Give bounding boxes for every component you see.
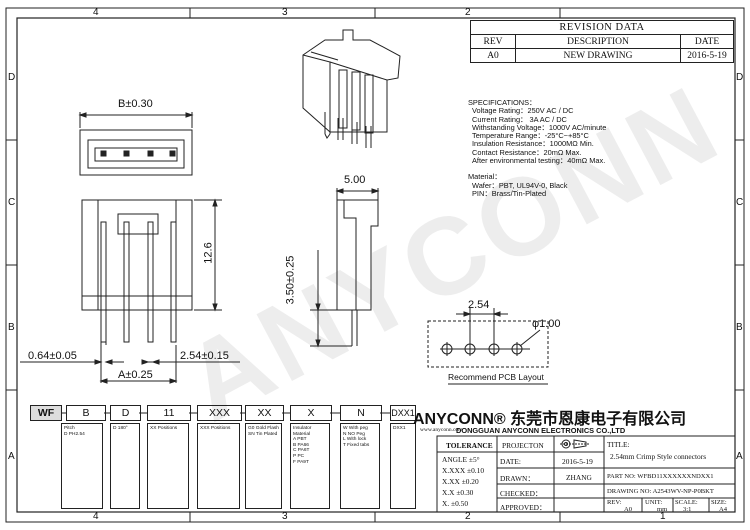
- code-xxx: XXX: [197, 405, 242, 421]
- description-header: DESCRIPTION: [515, 34, 681, 49]
- dim-hole: φ1.00: [532, 318, 561, 330]
- part-number: PART NO: WFBD11XXXXXXNDXX1: [607, 473, 714, 480]
- spec-line: After environmental testing：40mΩ Max.: [472, 156, 606, 166]
- dim-pitch: 2.54±0.15: [180, 350, 229, 362]
- spec-line: Withstanding Voltage：1000V AC/minute: [472, 122, 607, 132]
- revision-table: REVISION DATA REV DESCRIPTION DATE A0 NE…: [470, 20, 734, 63]
- desc-peg: W With peg N NO Peg L With lock T Fixed …: [340, 423, 380, 509]
- rev-value: A0: [470, 48, 516, 63]
- code-11: 11: [147, 405, 191, 421]
- top-view: [78, 112, 194, 176]
- revision-title: REVISION DATA: [470, 20, 734, 35]
- material-line: PIN：Brass/Tin-Plated: [472, 188, 547, 198]
- tolerance-x: X. ±0.50: [442, 499, 469, 508]
- pcb-layout: [427, 308, 549, 385]
- date-value: 2016-5-19: [680, 48, 734, 63]
- specs-title: SPECIFICATIONS：: [468, 98, 537, 107]
- tolerance-xxxx: X.XXX ±0.10: [442, 466, 485, 475]
- size-field: A4: [719, 506, 728, 513]
- pcb-layout-caption: Recommend PCB Layout: [448, 372, 544, 382]
- zone-top-4: 4: [93, 7, 99, 18]
- desc-pitch: Pitch D PH2.54: [61, 423, 103, 509]
- scale-label: SCALE:: [675, 499, 698, 506]
- desc-xxx-positions: XXX Positions: [197, 423, 240, 509]
- checked-label: CHECKED：: [500, 489, 543, 498]
- desc-angle: D 180°: [110, 423, 140, 509]
- company-name-en: DONGGUAN ANYCONN ELECTRONICS CO.,LTD: [456, 426, 626, 435]
- spec-line: Voltage Rating：250V AC / DC: [472, 106, 574, 116]
- desc-plating: G0 Gold Flash SN Tin Plated: [245, 423, 282, 509]
- company-web: www.anyconn.com: [420, 427, 463, 433]
- rev-header: REV: [470, 34, 516, 49]
- title-value: 2.54mm Crimp Style connectors: [610, 452, 707, 461]
- description-value: NEW DRAWING: [515, 48, 681, 63]
- side-view: [310, 188, 380, 348]
- unit-field: mm: [657, 506, 668, 513]
- dim-b: B±0.30: [118, 98, 153, 110]
- dim-height: 12.6: [202, 242, 215, 264]
- tolerance-xxx: X.XX ±0.20: [442, 477, 479, 486]
- zone-right-c: C: [736, 197, 744, 208]
- drawing-number: DRAWING NO: A2543WV-NP-P0BKT: [607, 488, 714, 495]
- code-wf: WF: [30, 405, 62, 421]
- code-dxx1: DXX1: [390, 405, 416, 421]
- specifications: SPECIFICATIONS： Voltage Rating：250V AC /…: [468, 98, 607, 198]
- tolerance-label: TOLERANCE: [446, 441, 493, 450]
- zone-left-a: A: [8, 451, 15, 462]
- spec-line: Current Rating： 3A AC / DC: [472, 114, 567, 124]
- dim-a: A±0.25: [118, 369, 153, 381]
- desc-insulator: Insulator Material A PBT B PA66 C PA6T P…: [290, 423, 330, 509]
- spec-line: Contact Resistance：20mΩ Max.: [472, 147, 582, 157]
- dim-pitch-layout: 2.54: [468, 299, 490, 311]
- code-b: B: [66, 405, 106, 421]
- zone-left-b: B: [8, 322, 15, 333]
- date-field: 2016-5-19: [562, 457, 593, 466]
- zone-bottom-2: 2: [465, 511, 471, 522]
- zone-bottom-3: 3: [282, 511, 288, 522]
- zone-right-b: B: [736, 322, 743, 333]
- zone-left-c: C: [8, 197, 16, 208]
- scale-field: 3:1: [683, 506, 692, 513]
- desc-positions: XX Positions: [147, 423, 189, 509]
- date-label: DATE:: [500, 457, 521, 466]
- material-title: Material：: [468, 172, 502, 182]
- company-name: ANYCONN® 东莞市恩康电子有限公司: [413, 411, 687, 428]
- drawn-label: DRAWN：: [500, 474, 535, 483]
- material-line: Wafer：PBT, UL94V-0, Black: [472, 180, 568, 190]
- dim-3-50: 3.50±0.25: [284, 255, 297, 305]
- dim-width-5: 5.00: [344, 174, 366, 186]
- zone-top-3: 3: [282, 7, 288, 18]
- spec-line: Insulation Resistance：1000MΩ Min.: [472, 139, 594, 149]
- approved-label: APPROVED：: [500, 503, 547, 512]
- zone-right-d: D: [736, 72, 744, 83]
- tolerance-angle: ANGLE ±5°: [442, 455, 480, 464]
- size-label: SIZE:: [711, 499, 727, 506]
- date-header: DATE: [680, 34, 734, 49]
- iso-view: [302, 29, 401, 148]
- spec-line: Temperature Range：-25°C~+85°C: [472, 131, 589, 141]
- zone-bottom-1: 1: [660, 511, 666, 522]
- zone-right-a: A: [736, 451, 743, 462]
- title-block-grid: [436, 435, 736, 513]
- code-x: X: [290, 405, 332, 421]
- title-label: TITLE:: [607, 440, 630, 449]
- code-n: N: [340, 405, 382, 421]
- zone-top-2: 2: [465, 7, 471, 18]
- rev-label: REV:: [607, 499, 622, 506]
- projection-label: PROJECTON: [502, 441, 544, 450]
- tolerance-xx: X.X ±0.30: [442, 488, 474, 497]
- zone-bottom-4: 4: [93, 511, 99, 522]
- dim-pin: 0.64±0.05: [28, 350, 77, 362]
- drawn-field: ZHANG: [566, 473, 592, 482]
- unit-label: UNIT:: [645, 499, 663, 506]
- zone-left-d: D: [8, 72, 16, 83]
- code-xx: XX: [245, 405, 284, 421]
- rev-field: A0: [624, 506, 633, 513]
- front-view: [20, 198, 240, 384]
- code-d: D: [110, 405, 141, 421]
- desc-dxx1: DXX1: [390, 423, 416, 509]
